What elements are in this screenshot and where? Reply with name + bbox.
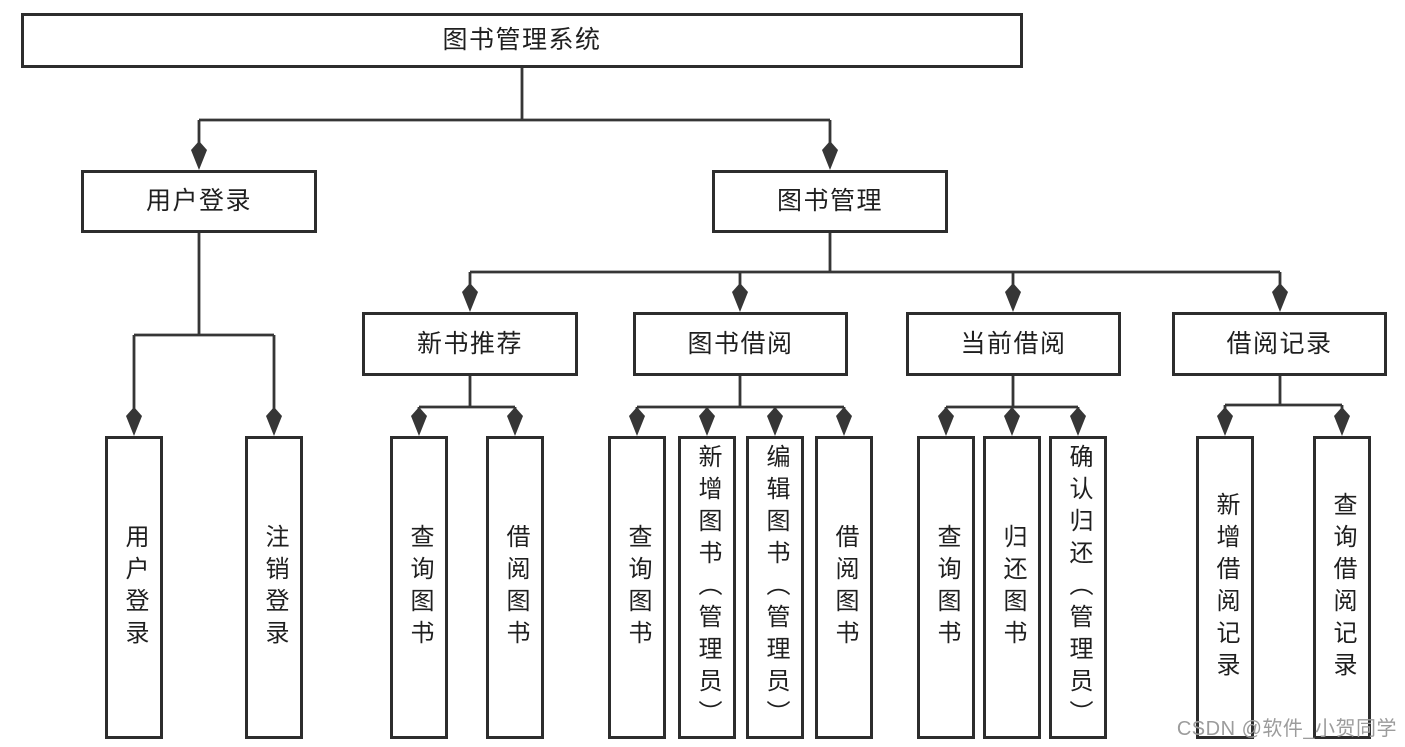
leaf-borrowing-query-books: 查询图书 <box>608 436 666 739</box>
leaf-current-confirm-return-admin: 确认归还（管理员） <box>1049 436 1107 739</box>
leaf-recommend-query-books-label: 查询图书 <box>406 523 433 652</box>
node-borrow-records: 借阅记录 <box>1172 312 1387 376</box>
leaf-user-login-label: 用户登录 <box>121 523 148 652</box>
leaf-borrowing-borrow-books: 借阅图书 <box>815 436 873 739</box>
csdn-watermark: CSDN @软件_小贺同学 <box>1176 718 1397 740</box>
leaf-current-query-books-label: 查询图书 <box>933 523 960 652</box>
node-current-borrowing: 当前借阅 <box>906 312 1121 376</box>
leaf-borrowing-edit-books-admin: 编辑图书（管理员） <box>746 436 804 739</box>
leaf-current-return-books-label: 归还图书 <box>999 523 1026 652</box>
leaf-logout: 注销登录 <box>245 436 303 739</box>
leaf-borrowing-query-books-label: 查询图书 <box>624 523 651 652</box>
leaf-records-query-record: 查询借阅记录 <box>1313 436 1371 739</box>
leaf-user-login: 用户登录 <box>105 436 163 739</box>
leaf-recommend-query-books: 查询图书 <box>390 436 448 739</box>
leaf-recommend-borrow-books-label: 借阅图书 <box>502 523 529 652</box>
leaf-current-query-books: 查询图书 <box>917 436 975 739</box>
node-user-login-group: 用户登录 <box>81 170 317 233</box>
node-book-management: 图书管理 <box>712 170 948 233</box>
leaf-logout-label: 注销登录 <box>261 523 288 652</box>
leaf-borrowing-add-books-admin-label: 新增图书（管理员） <box>694 443 721 732</box>
leaf-borrowing-edit-books-admin-label: 编辑图书（管理员） <box>762 443 789 732</box>
leaf-current-return-books: 归还图书 <box>983 436 1041 739</box>
node-root-library-system: 图书管理系统 <box>21 13 1023 68</box>
node-new-book-recommend: 新书推荐 <box>362 312 578 376</box>
leaf-records-add-record: 新增借阅记录 <box>1196 436 1254 739</box>
leaf-current-confirm-return-admin-label: 确认归还（管理员） <box>1065 443 1092 732</box>
leaf-borrowing-add-books-admin: 新增图书（管理员） <box>678 436 736 739</box>
leaf-borrowing-borrow-books-label: 借阅图书 <box>831 523 858 652</box>
leaf-recommend-borrow-books: 借阅图书 <box>486 436 544 739</box>
node-book-borrowing: 图书借阅 <box>633 312 848 376</box>
leaf-records-add-record-label: 新增借阅记录 <box>1212 491 1239 684</box>
leaf-records-query-record-label: 查询借阅记录 <box>1329 491 1356 684</box>
